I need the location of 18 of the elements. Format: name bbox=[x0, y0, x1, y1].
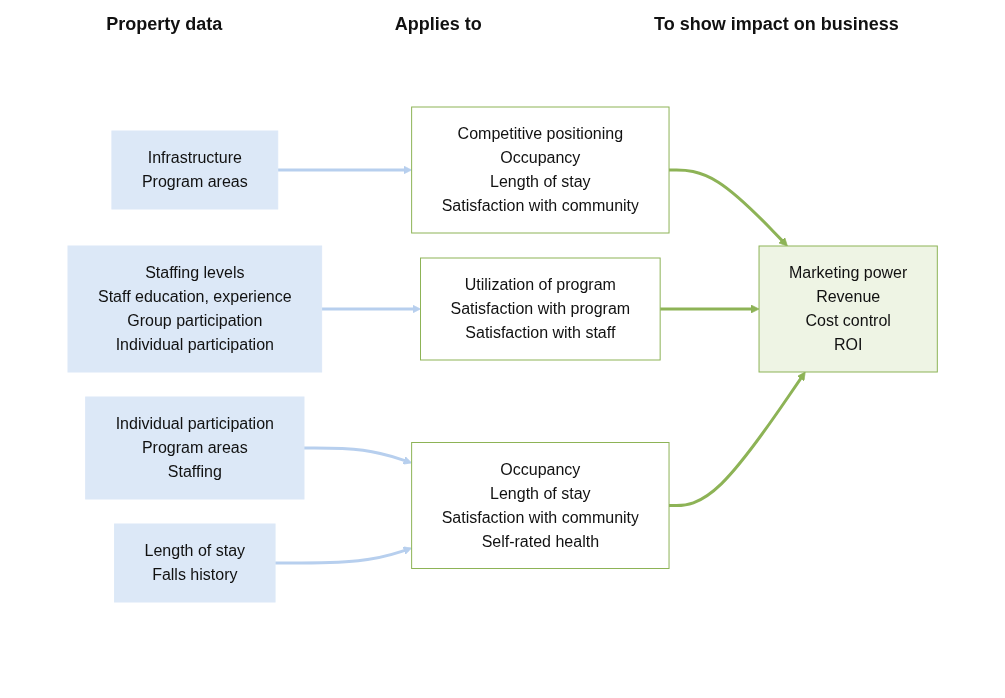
column-heading: To show impact on business bbox=[654, 14, 899, 35]
arrow bbox=[321, 304, 421, 313]
node-box: Length of stay Falls history bbox=[113, 523, 276, 602]
arrow bbox=[277, 165, 412, 174]
arrow bbox=[668, 371, 806, 507]
node-box: Infrastructure Program areas bbox=[111, 130, 279, 209]
arrow bbox=[303, 446, 412, 465]
arrow bbox=[668, 168, 788, 246]
node-box: Competitive positioning Occupancy Length of stay Satisfaction with community bbox=[410, 106, 670, 233]
node-box: Utilization of program Satisfaction with program Satisfaction with staff bbox=[419, 257, 661, 360]
node-box: Marketing power Revenue Cost control ROI bbox=[758, 245, 938, 372]
node-box: Occupancy Length of stay Satisfaction with community Self-rated health bbox=[410, 441, 670, 569]
node-box: Staffing levels Staff education, experience Group participation Individual participation bbox=[67, 245, 322, 372]
arrow bbox=[274, 545, 412, 564]
column-heading: Applies to bbox=[394, 14, 482, 35]
column-heading: Property data bbox=[106, 14, 223, 35]
node-box: Individual participation Program areas Staffing bbox=[85, 396, 305, 499]
arrow bbox=[660, 304, 760, 313]
